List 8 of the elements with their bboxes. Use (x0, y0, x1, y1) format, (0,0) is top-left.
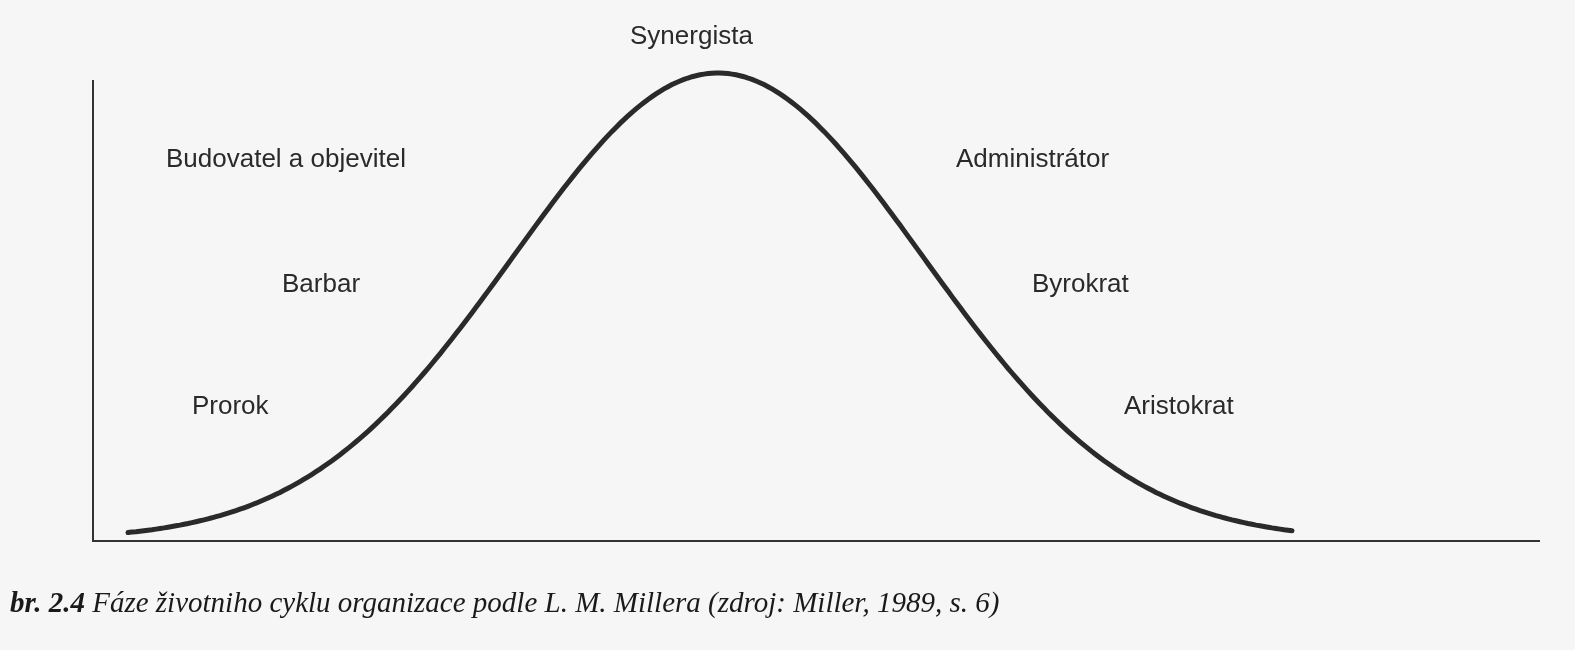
phase-label: Aristokrat (1124, 392, 1234, 418)
phase-label: Prorok (192, 392, 269, 418)
phase-label: Synergista (630, 22, 753, 48)
phase-label: Budovatel a objevitel (166, 145, 406, 171)
figure-caption: br. 2.4 Fáze životniho cyklu organizace podle L. M. Millera (zdroj: Miller, 1989, s. 6) (10, 588, 1000, 617)
phase-label: Administrátor (956, 145, 1110, 171)
phase-label: Barbar (282, 270, 361, 296)
phase-label: Byrokrat (1032, 270, 1129, 296)
